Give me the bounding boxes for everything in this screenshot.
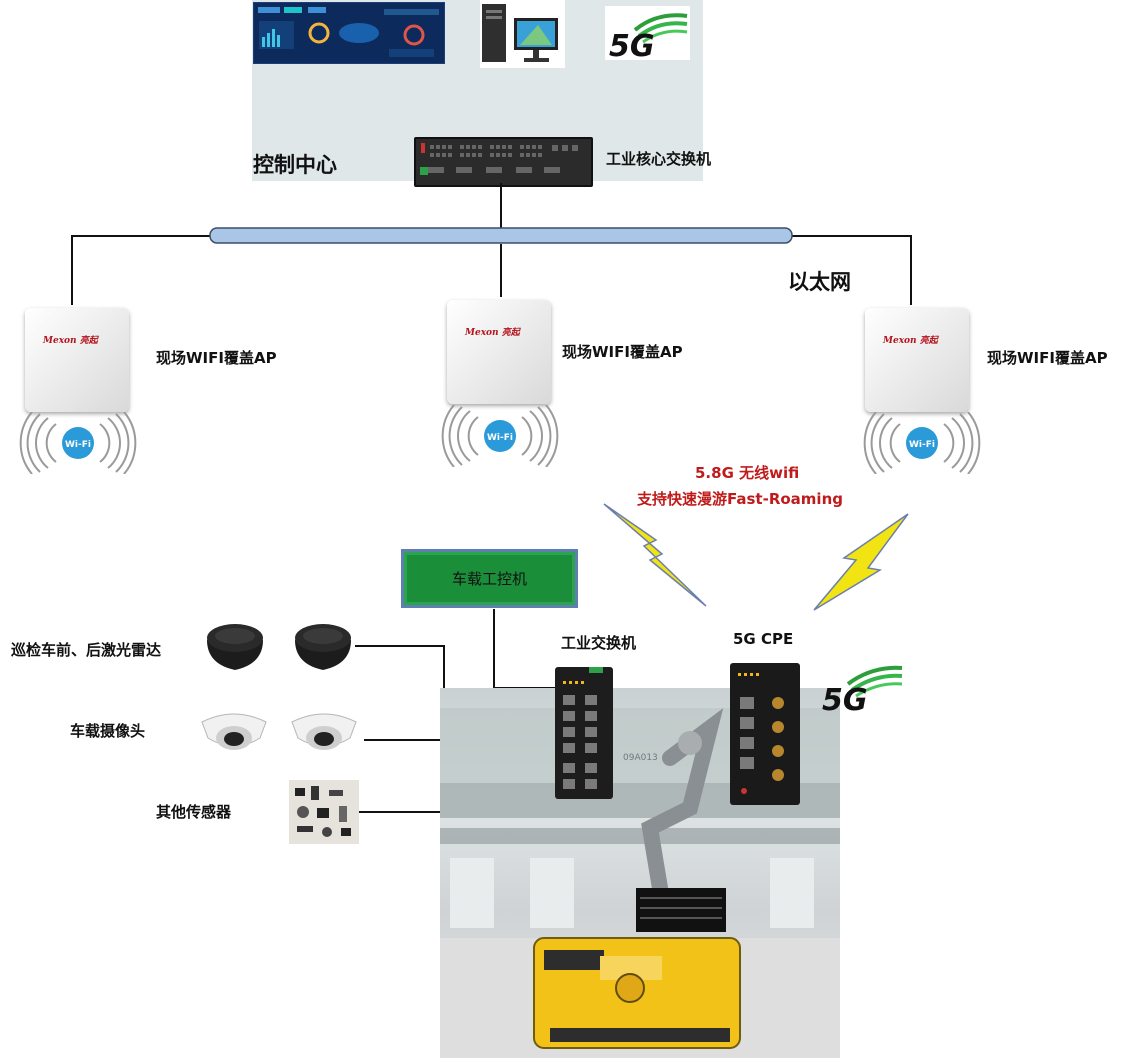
ap-brand-middle: Mexon 亮起 bbox=[465, 328, 520, 338]
wifi-signal-icon-right: Wi-Fi bbox=[863, 412, 981, 474]
ap-label-middle: 现场WIFI覆盖AP bbox=[562, 343, 683, 361]
ethernet-bus bbox=[209, 227, 793, 244]
desktop-computer-image bbox=[480, 0, 565, 68]
other-sensors-label: 其他传感器 bbox=[156, 803, 232, 821]
lightning-bolt-right-icon bbox=[813, 513, 909, 611]
5g-cpe-label: 5G CPE bbox=[733, 630, 794, 648]
dome-camera-2-icon bbox=[291, 713, 357, 750]
5g-logo-text-top: 5G bbox=[609, 29, 655, 60]
control-center-title: 控制中心 bbox=[253, 153, 337, 177]
5g-cpe-device bbox=[730, 663, 800, 805]
dashboard-screen-image bbox=[253, 2, 445, 64]
wifi-badge-left: Wi-Fi bbox=[65, 440, 91, 450]
ethernet-label: 以太网 bbox=[788, 270, 851, 294]
lightning-bolt-left-icon bbox=[603, 503, 707, 607]
core-switch-label: 工业核心交换机 bbox=[606, 150, 712, 168]
lidar-rear-icon bbox=[295, 624, 351, 670]
industrial-switch-device bbox=[555, 661, 613, 799]
ap-brand-right: Mexon 亮起 bbox=[883, 336, 938, 346]
wifi-signal-icon-left: Wi-Fi bbox=[19, 412, 137, 474]
access-point-left: Mexon 亮起 bbox=[25, 308, 129, 412]
industrial-switch-label: 工业交换机 bbox=[561, 634, 637, 652]
camera-label: 车载摄像头 bbox=[70, 722, 146, 740]
access-point-middle: Mexon 亮起 bbox=[447, 300, 551, 404]
vehicle-industrial-pc: 车载工控机 bbox=[401, 549, 578, 608]
5g-logo-text-cpe: 5G bbox=[822, 683, 868, 714]
vehicle-id-text: 09A013 bbox=[623, 753, 658, 763]
wireless-line-1: 5.8G 无线wifi bbox=[695, 464, 800, 482]
access-point-right: Mexon 亮起 bbox=[865, 308, 969, 412]
lidar-front-icon bbox=[207, 624, 263, 670]
ap-label-right: 现场WIFI覆盖AP bbox=[987, 349, 1108, 367]
ap-brand-left: Mexon 亮起 bbox=[43, 336, 98, 346]
wifi-signal-icon-middle: Wi-Fi bbox=[441, 405, 559, 467]
dome-camera-1-icon bbox=[201, 713, 267, 750]
wireless-line-2: 支持快速漫游Fast-Roaming bbox=[637, 490, 843, 508]
ap-label-left: 现场WIFI覆盖AP bbox=[156, 349, 277, 367]
core-switch-device bbox=[414, 137, 593, 187]
5g-logo-top: 5G bbox=[605, 6, 690, 64]
wifi-badge-right: Wi-Fi bbox=[909, 440, 935, 450]
vehicle-industrial-pc-label: 车载工控机 bbox=[451, 570, 527, 588]
5g-logo-cpe: 5G bbox=[822, 665, 903, 714]
other-sensors-icon bbox=[289, 780, 359, 844]
lidar-label: 巡检车前、后激光雷达 bbox=[11, 641, 162, 659]
wifi-badge-middle: Wi-Fi bbox=[487, 433, 513, 443]
